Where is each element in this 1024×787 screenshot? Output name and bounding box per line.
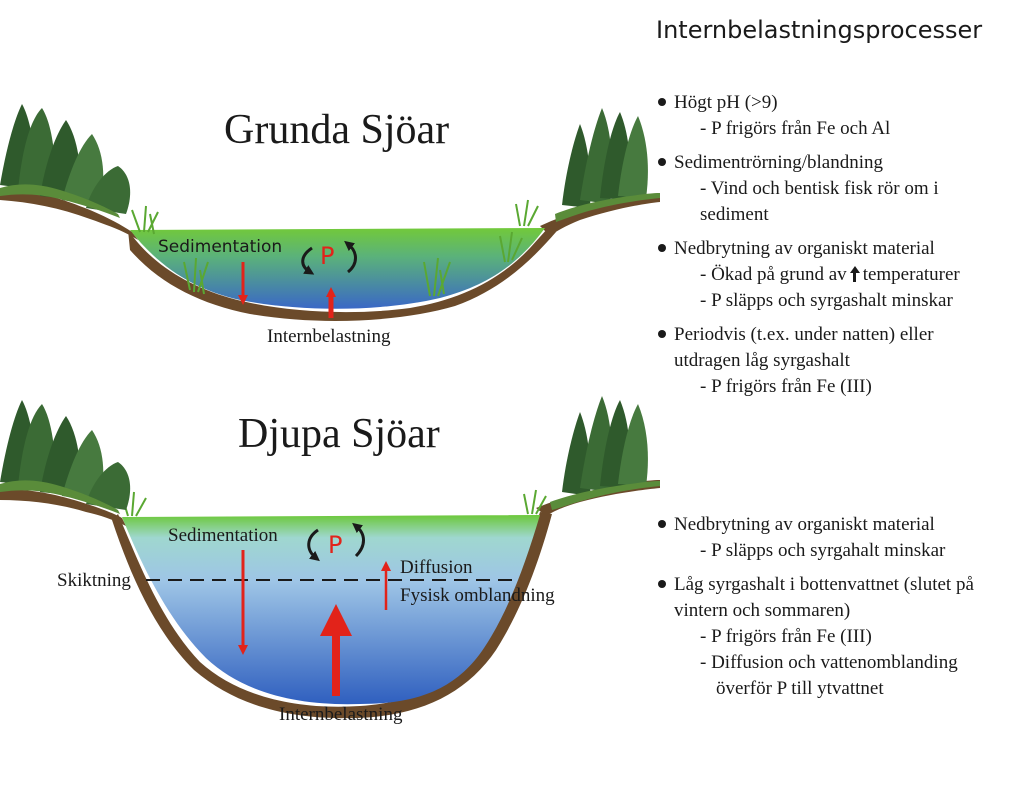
shallow-left-trees-icon <box>0 104 131 218</box>
deep-bullet-2: Låg syrgashalt i bottenvattnet (slutet p… <box>656 572 1022 598</box>
shallow-right-bank <box>540 193 660 236</box>
deep-mixing-label: Fysisk omblandning <box>400 585 555 606</box>
shallow-bullet-4-cont: utdragen låg syrgashalt <box>674 350 850 371</box>
deep-right-trees-icon <box>550 396 660 510</box>
deep-internal-load-arrow-shaft <box>332 632 340 696</box>
deep-lake: Djupa Sjöar Sedimentation P Skiktning Di… <box>0 396 660 725</box>
shallow-bullet-3: Nedbrytning av organiskt material <box>656 236 1022 262</box>
shallow-bullet-1: Högt pH (>9) <box>656 90 1022 116</box>
shallow-cycle-right-arrow-icon <box>344 240 357 274</box>
deep-bullet-1: Nedbrytning av organiskt material <box>656 512 1022 538</box>
shallow-bullet-3-sub-2: - P släpps och syrgashalt minskar <box>700 290 953 311</box>
deep-reeds <box>121 489 547 517</box>
deep-internal-load-arrow-head <box>320 604 352 636</box>
shallow-right-trees-icon <box>555 108 660 222</box>
shallow-bullet-2-sub-2: sediment <box>700 204 769 225</box>
shallow-cycle-left-arrow-icon <box>301 246 315 275</box>
shallow-reeds <box>131 199 539 297</box>
deep-p-label: P <box>328 531 342 559</box>
up-arrow-icon <box>849 266 860 282</box>
deep-left-trees-icon <box>0 400 131 514</box>
deep-bullet-2-sub-3: överför P till ytvattnet <box>716 678 884 699</box>
shallow-left-bank <box>0 189 138 240</box>
deep-title: Djupa Sjöar <box>238 411 440 457</box>
shallow-bullet-2-sub-1: - Vind och bentisk fisk rör om i <box>700 178 939 199</box>
deep-bullet-2-sub-2: - Diffusion och vattenomblanding <box>700 652 958 673</box>
shallow-bullet-4-sub-1: - P frigörs från Fe (III) <box>700 376 872 397</box>
shallow-bullet-4: Periodvis (t.ex. under natten) eller <box>656 322 1022 348</box>
deep-cycle-right-arrow-icon <box>352 522 365 558</box>
shallow-bullet-3-sub-1-line: - Ökad på grund av temperaturer <box>656 262 1022 288</box>
deep-sedimentation-label: Sedimentation <box>168 525 278 546</box>
shallow-process-list: Högt pH (>9) - P frigörs från Fe och Al … <box>656 90 1022 400</box>
deep-cycle-left-arrow-icon <box>307 528 320 562</box>
shallow-lake: Grunda Sjöar Sedimentation P Internbelas… <box>0 104 660 347</box>
shallow-internal-load-label: Internbelastning <box>267 326 391 347</box>
shallow-bullet-3-sub-1-tail: temperaturer <box>862 264 960 285</box>
shallow-p-label: P <box>320 242 334 270</box>
deep-process-list: Nedbrytning av organiskt material - P sl… <box>656 512 1022 702</box>
shallow-bullet-1-sub-1: - P frigörs från Fe och Al <box>700 118 891 139</box>
deep-left-bank <box>0 489 126 526</box>
deep-diffusion-label: Diffusion <box>400 557 473 578</box>
shallow-bullet-2: Sedimentrörning/blandning <box>656 150 1022 176</box>
deep-stratification-label: Skiktning <box>57 570 131 591</box>
deep-water <box>122 515 540 705</box>
processes-title: Internbelastningsprocesser <box>656 16 983 44</box>
deep-bullet-2-sub-1: - P frigörs från Fe (III) <box>700 626 872 647</box>
shallow-title: Grunda Sjöar <box>224 107 449 153</box>
deep-bullet-2-cont: vintern och sommaren) <box>674 600 851 621</box>
shallow-sedimentation-label: Sedimentation <box>158 237 282 257</box>
deep-internal-load-label: Internbelastning <box>279 704 403 725</box>
deep-bullet-1-sub-1: - P släpps och syrgahalt minskar <box>700 540 946 561</box>
shallow-bullet-3-sub-1: - Ökad på grund av <box>700 264 847 285</box>
